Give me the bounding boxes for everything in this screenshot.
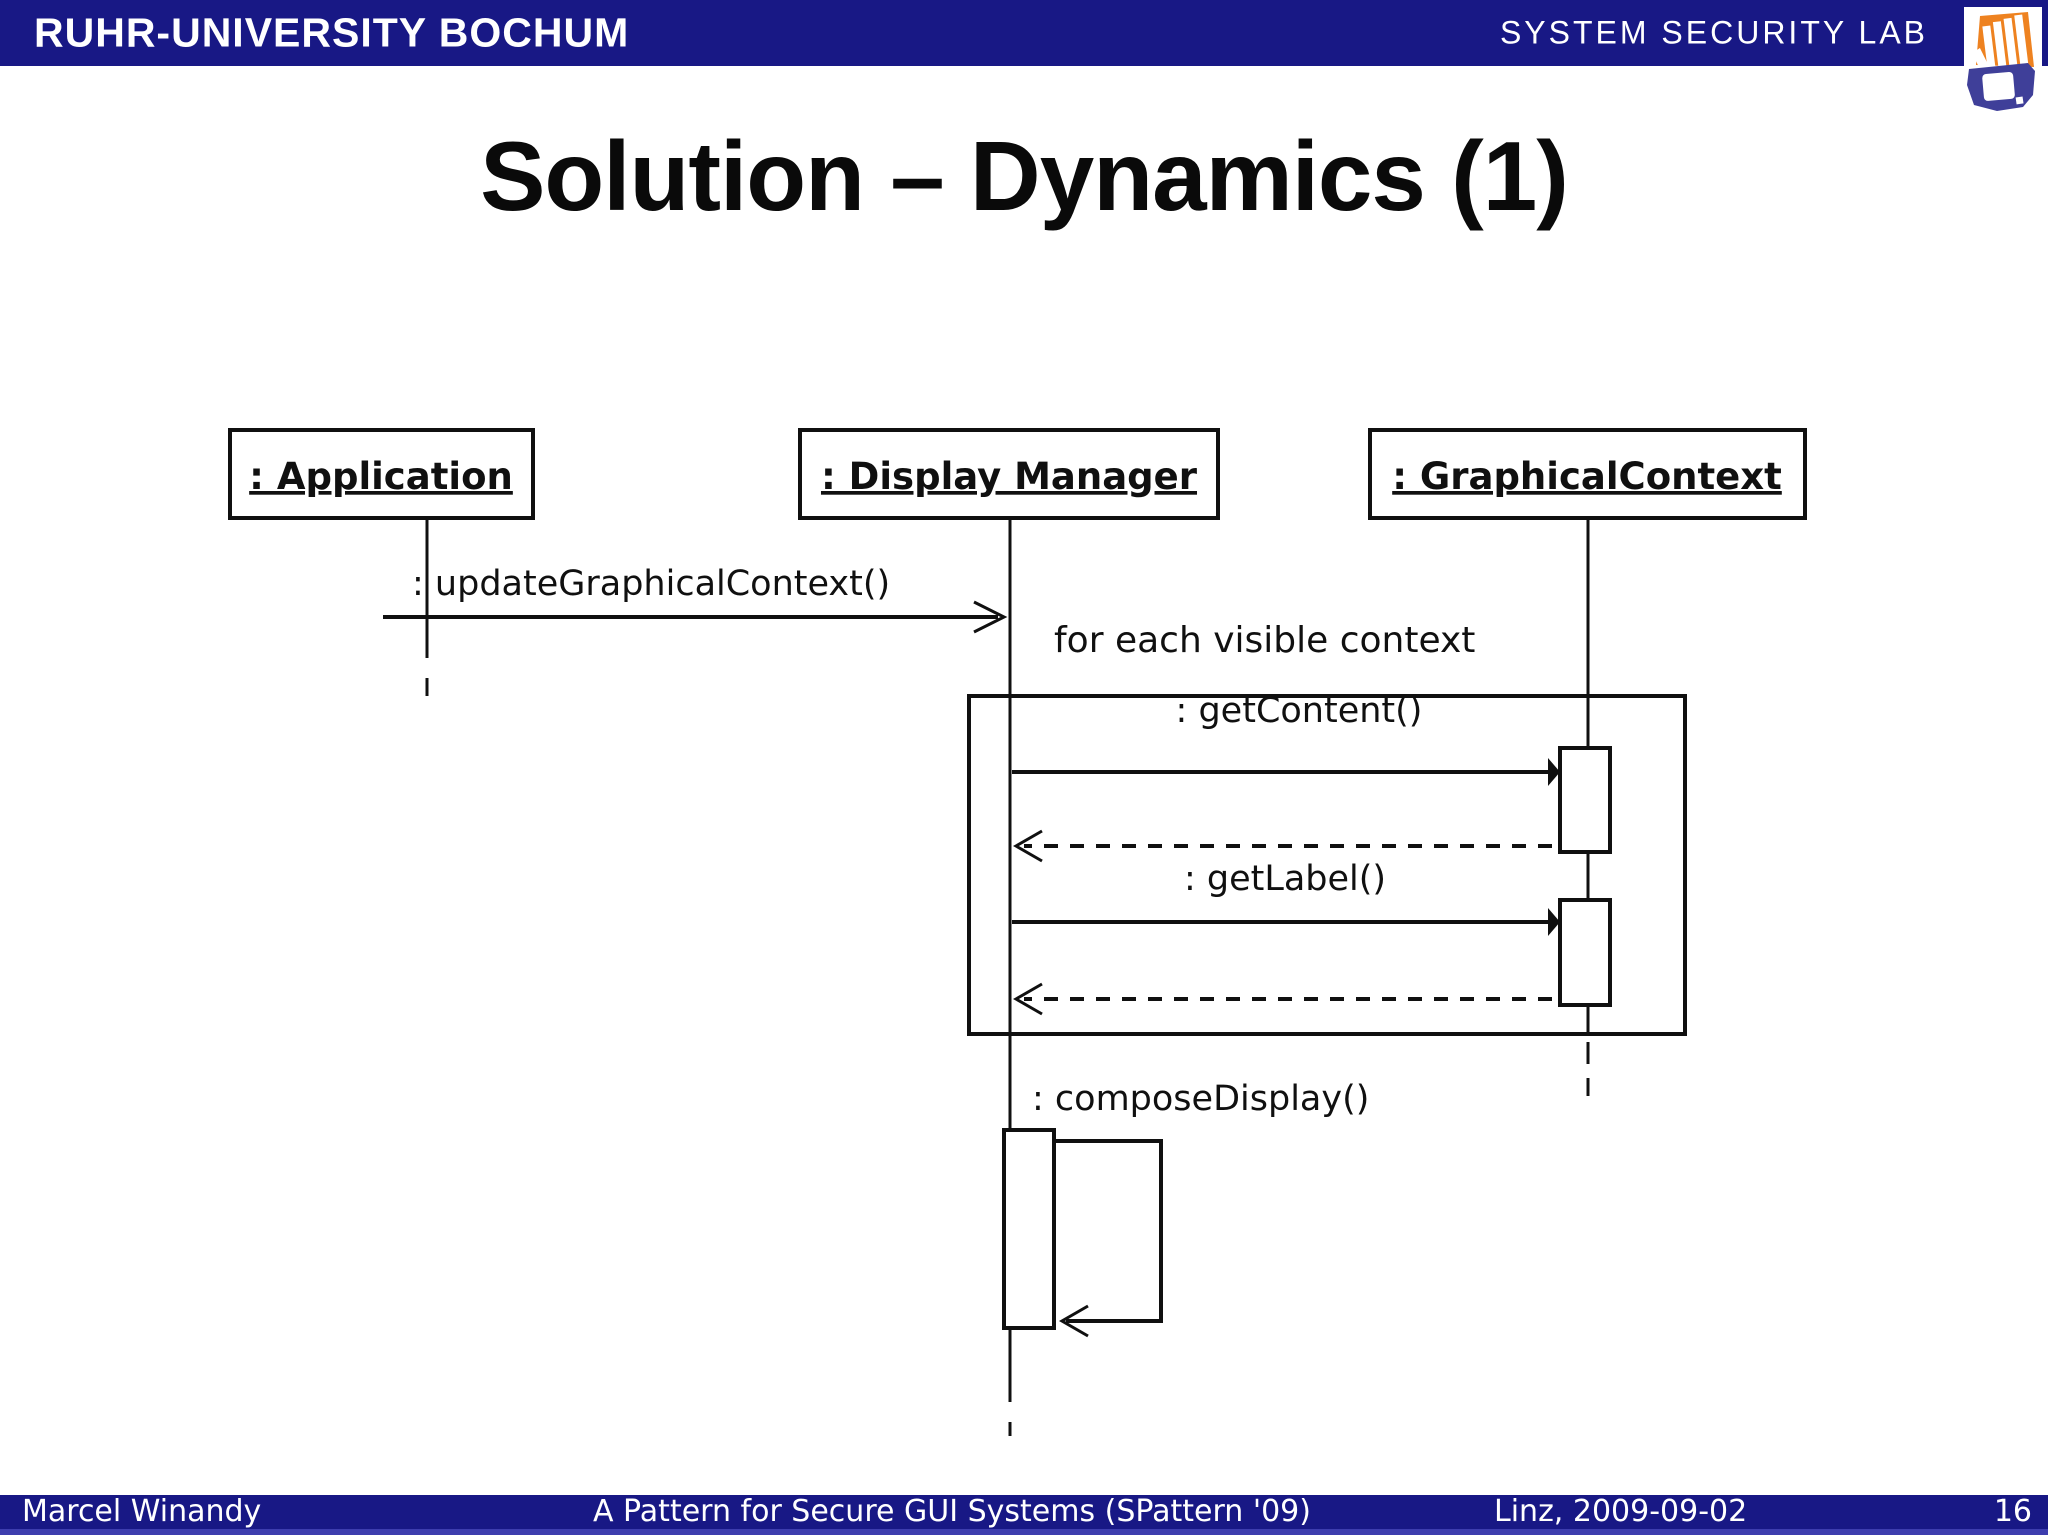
footer-venue-date: Linz, 2009-09-02 bbox=[1494, 1494, 1748, 1529]
application-box bbox=[228, 428, 535, 520]
get-label-return-arrowhead bbox=[1012, 982, 1043, 1016]
get-content-label: : getContent() bbox=[1176, 691, 1423, 731]
application-label: : Application bbox=[249, 455, 513, 498]
message-update-graphical-context: : updateGraphicalContext() bbox=[383, 564, 1008, 634]
update-arrowhead bbox=[973, 600, 1008, 634]
logo-hand-window bbox=[1982, 71, 2015, 101]
message-get-label: : getLabel() bbox=[1012, 859, 1612, 1016]
get-label-arrowhead bbox=[1548, 908, 1560, 936]
display-manager-label: : Display Manager bbox=[821, 455, 1198, 498]
lifeline-headers: : Application : Display Manager : Graphi… bbox=[228, 428, 1807, 520]
display-manager-activation bbox=[1002, 1128, 1056, 1330]
update-graphical-context-label: : updateGraphicalContext() bbox=[412, 564, 890, 604]
lab-logo-icon bbox=[1964, 7, 2042, 115]
loop-frame bbox=[967, 694, 1687, 1036]
footer-page-number: 16 bbox=[1993, 1494, 2032, 1529]
footer-author: Marcel Winandy bbox=[22, 1494, 262, 1529]
loop-label: for each visible context bbox=[1054, 620, 1475, 661]
get-label-label: : getLabel() bbox=[1184, 859, 1386, 899]
logo-hand-dot bbox=[2015, 96, 2024, 105]
footer-bar: Marcel Winandy A Pattern for Secure GUI … bbox=[0, 1495, 2048, 1529]
display-manager-box bbox=[798, 428, 1220, 520]
compose-display-label: : composeDisplay() bbox=[1032, 1079, 1369, 1119]
compose-display-self-call bbox=[1054, 1139, 1163, 1323]
message-get-content: : getContent() bbox=[1012, 691, 1612, 863]
graphical-context-label: : GraphicalContext bbox=[1392, 455, 1782, 498]
compose-display-arrowhead bbox=[1058, 1304, 1089, 1338]
page-title: Solution – Dynamics (1) bbox=[480, 121, 1569, 231]
logo-fingers bbox=[1972, 14, 2029, 73]
footer-accent-strip bbox=[0, 1529, 2048, 1535]
graphical-context-activation-1 bbox=[1558, 746, 1612, 854]
header-bar: RUHR-UNIVERSITY BOCHUM SYSTEM SECURITY L… bbox=[0, 0, 2048, 66]
university-name: RUHR-UNIVERSITY BOCHUM bbox=[34, 9, 630, 56]
get-content-arrowhead bbox=[1548, 758, 1560, 786]
get-content-return-arrowhead bbox=[1012, 829, 1043, 863]
lab-name: SYSTEM SECURITY LAB bbox=[1499, 14, 1928, 51]
graphical-context-box bbox=[1368, 428, 1807, 520]
graphical-context-activation-2 bbox=[1558, 898, 1612, 1007]
message-compose-display: : composeDisplay() bbox=[1002, 1079, 1369, 1338]
footer-paper-title: A Pattern for Secure GUI Systems (SPatte… bbox=[593, 1494, 1311, 1529]
